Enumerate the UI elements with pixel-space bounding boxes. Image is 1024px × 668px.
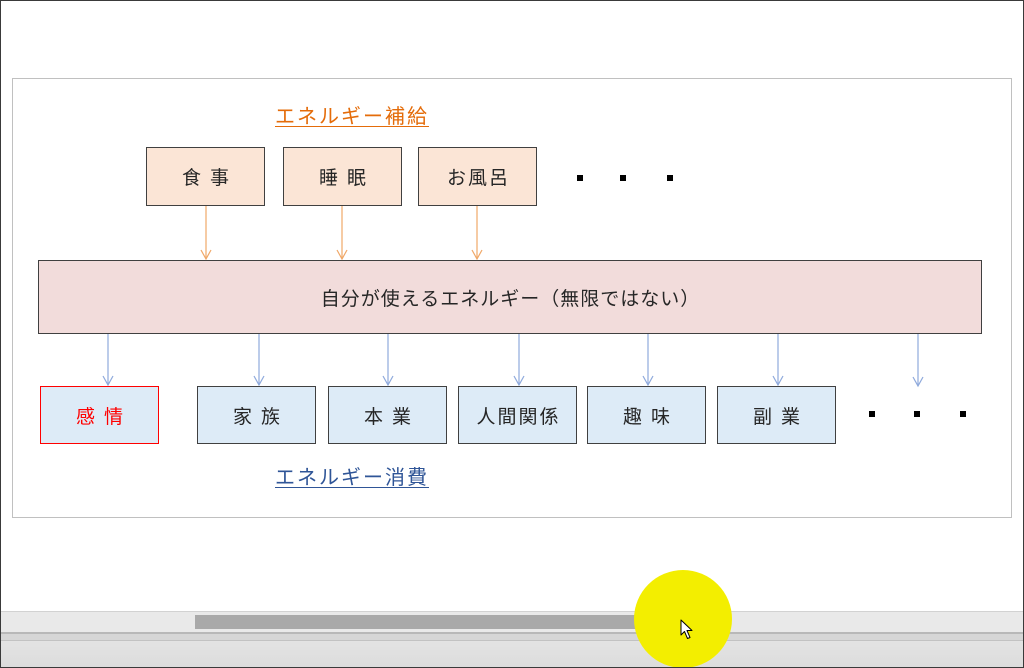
supply-box-meal[interactable]: 食事 <box>146 147 265 206</box>
mouse-pointer-icon <box>680 619 693 639</box>
scrollbar-thumb[interactable] <box>195 615 718 629</box>
consumption-box-family[interactable]: 家族 <box>197 386 316 444</box>
available-energy-box[interactable]: 自分が使えるエネルギー（無限ではない） <box>38 260 982 334</box>
consumption-box-label: 家族 <box>232 405 289 428</box>
consumption-box-label: 本業 <box>363 405 420 428</box>
supply-box-label: 食事 <box>181 167 238 189</box>
consumption-box-label: 人間関係 <box>476 405 561 428</box>
available-energy-label: 自分が使えるエネルギー（無限ではない） <box>320 287 701 310</box>
supply-box-label: お風呂 <box>446 167 510 189</box>
energy-supply-title: エネルギー補給 <box>275 104 429 128</box>
consumption-box-side-job[interactable]: 副業 <box>717 386 836 444</box>
supply-box-bath[interactable]: お風呂 <box>418 147 537 206</box>
consumption-box-hobby[interactable]: 趣味 <box>587 386 706 444</box>
consumption-box-label: 感情 <box>75 405 132 428</box>
supply-box-label: 睡眠 <box>318 167 375 189</box>
consumption-box-main-job[interactable]: 本業 <box>328 386 447 444</box>
consumption-box-relationships[interactable]: 人間関係 <box>458 386 577 444</box>
supply-box-sleep[interactable]: 睡眠 <box>283 147 402 206</box>
consumption-box-emotion[interactable]: 感情 <box>40 386 159 444</box>
energy-consumption-title: エネルギー消費 <box>275 465 429 489</box>
consumption-box-label: 趣味 <box>622 405 679 428</box>
cursor-highlight <box>634 570 732 668</box>
consumption-box-label: 副業 <box>752 405 809 428</box>
window-bottom-bar <box>0 632 1024 668</box>
horizontal-scrollbar[interactable] <box>0 611 1024 632</box>
